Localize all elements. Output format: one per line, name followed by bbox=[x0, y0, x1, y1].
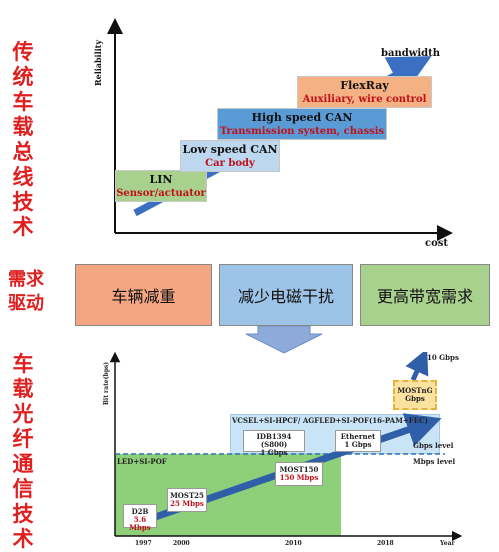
year-1997: 1997 bbox=[135, 540, 152, 547]
most150-box: MOST150 150 Mbps bbox=[275, 462, 323, 486]
year-2000: 2000 bbox=[173, 540, 190, 547]
bandwidth-label: bandwidth bbox=[381, 48, 441, 59]
flexray-subtitle: Auxiliary, wire control bbox=[302, 94, 427, 105]
year-label: Year bbox=[440, 540, 455, 547]
flexray-title: FlexRay bbox=[340, 79, 389, 92]
top-chart: Reliability cost bandwidth LIN Sensor/ac… bbox=[93, 18, 460, 250]
most25-box: MOST25 25 Mbps bbox=[167, 488, 207, 512]
side-label-optical-fiber: 车载光纤通信技术 bbox=[12, 352, 34, 551]
low-speed-can-title: Low speed CAN bbox=[182, 143, 278, 156]
lin-title: LIN bbox=[149, 173, 173, 186]
lin-box: LIN Sensor/actuator bbox=[115, 170, 207, 202]
mostng-arrow bbox=[405, 352, 429, 382]
low-speed-can-box: Low speed CAN Car body bbox=[180, 140, 280, 172]
driver-weight-reduction: 车辆减重 bbox=[75, 264, 212, 326]
idb1394-rate: 1 Gbps bbox=[260, 448, 288, 457]
down-arrow bbox=[245, 326, 323, 354]
year-2018: 2018 bbox=[377, 540, 394, 547]
most25-name: MOST25 bbox=[170, 491, 204, 500]
idb1394-box: IDB1394 (S800) 1 Gbps bbox=[243, 430, 305, 457]
ethernet-rate: 1 Gbps bbox=[344, 440, 372, 449]
x-axis-label: cost bbox=[425, 238, 449, 249]
ten-gbps-label: 10 Gbps bbox=[427, 353, 459, 362]
ethernet-box: Ethernet 1 Gbps bbox=[335, 430, 381, 452]
y-axis-label: Reliability bbox=[93, 39, 104, 87]
side-label-demand-driven: 需求驱动 bbox=[8, 269, 44, 314]
d2b-name: D2B bbox=[131, 507, 149, 516]
most150-rate: 150 Mbps bbox=[279, 473, 319, 482]
high-speed-can-box: High speed CAN Transmission system, chas… bbox=[217, 108, 387, 140]
mostng-name: MOSTnG bbox=[397, 386, 433, 395]
driver-higher-bandwidth: 更高带宽需求 bbox=[360, 264, 490, 326]
mbps-level-label: Mbps level bbox=[413, 457, 456, 466]
side-label-traditional-bus: 传统车载总线技术 bbox=[12, 40, 34, 239]
flexray-box: FlexRay Auxiliary, wire control bbox=[297, 76, 432, 108]
year-2010: 2010 bbox=[285, 540, 302, 547]
high-speed-can-subtitle: Transmission system, chassis bbox=[219, 126, 385, 137]
most150-name: MOST150 bbox=[279, 465, 319, 474]
gbps-level-label: Gbps level bbox=[413, 441, 454, 450]
most25-rate: 25 Mbps bbox=[170, 499, 204, 508]
top-band-label: VCSEL+SI-HPCF/ AGFLED+SI-POF(16-PAM+FEC) bbox=[232, 416, 428, 425]
d2b-box: D2B 5.6 Mbps bbox=[123, 504, 157, 532]
mostng-box: MOSTnG Gbps bbox=[393, 380, 437, 410]
high-speed-can-title: High speed CAN bbox=[251, 111, 353, 124]
low-band-label: LED+SI-POF bbox=[117, 457, 167, 466]
d2b-rate: 5.6 Mbps bbox=[129, 515, 151, 532]
low-speed-can-subtitle: Car body bbox=[205, 158, 255, 169]
bottom-chart: Bit rate(bps) Year 1997 2000 2010 2018 V… bbox=[95, 352, 465, 548]
ethernet-name: Ethernet bbox=[340, 432, 376, 441]
mostng-rate: Gbps bbox=[405, 394, 425, 403]
lin-subtitle: Sensor/actuator bbox=[116, 188, 206, 199]
driver-reduce-emi: 减少电磁干扰 bbox=[219, 264, 353, 326]
idb1394-name: IDB1394 (S800) bbox=[256, 432, 292, 449]
bit-rate-label: Bit rate(bps) bbox=[103, 361, 111, 406]
